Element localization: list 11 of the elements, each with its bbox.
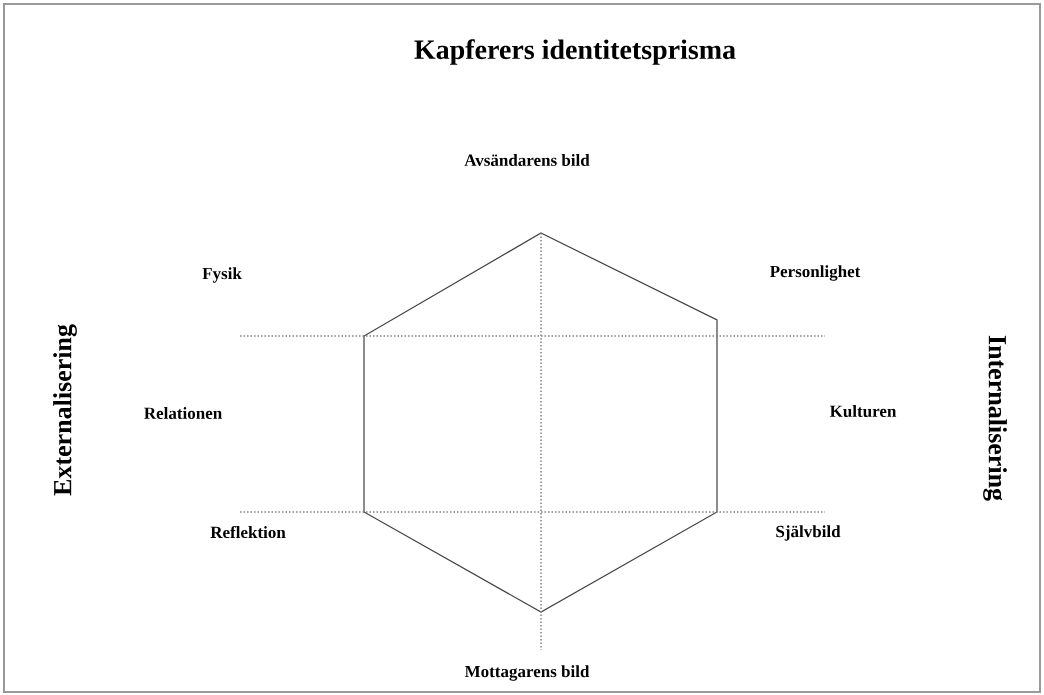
label: Självbild bbox=[776, 525, 841, 541]
label: Personlighet bbox=[770, 265, 861, 281]
label: Relationen bbox=[144, 407, 222, 419]
label: Reflektion bbox=[210, 525, 286, 539]
axis-label: Internalisering bbox=[983, 335, 1007, 501]
label: Avsändarens bild bbox=[464, 154, 590, 166]
label: Fysik bbox=[202, 267, 242, 283]
axis-label: Externalisering bbox=[53, 324, 77, 496]
label: Mottagarens bild bbox=[464, 665, 590, 681]
label: Kulturen bbox=[829, 405, 897, 417]
title: Kapferers identitetsprisma bbox=[414, 39, 736, 65]
